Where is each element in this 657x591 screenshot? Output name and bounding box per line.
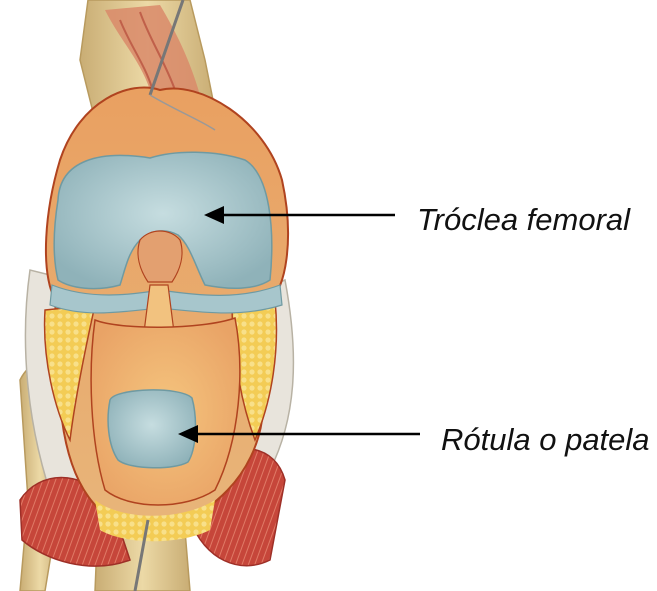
intercondylar-notch — [138, 231, 182, 282]
label-femoral-trochlea: Tróclea femoral — [417, 204, 630, 235]
label-patella: Rótula o patela — [441, 424, 650, 455]
patella-cartilage — [108, 390, 195, 468]
